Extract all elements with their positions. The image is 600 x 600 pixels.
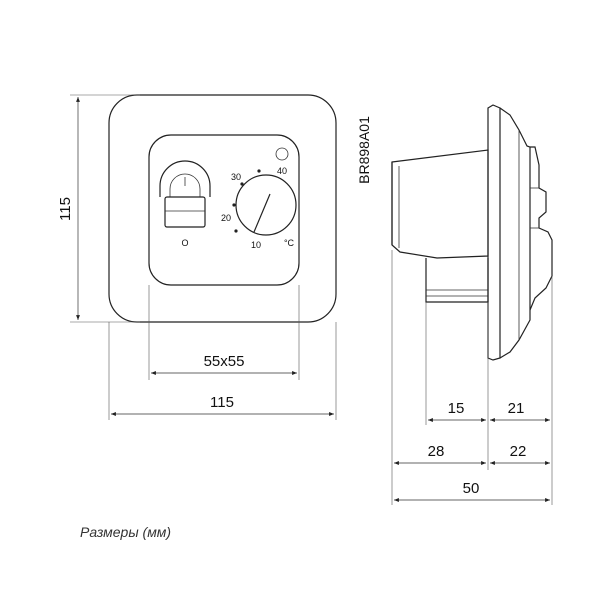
scale-dot (240, 182, 244, 186)
outer-frame (108, 94, 337, 323)
width-label: 115 (210, 394, 234, 411)
dial-pointer (253, 193, 271, 233)
dim-50-label: 50 (463, 480, 480, 497)
housing-body (391, 149, 489, 259)
dial-scale-20: 20 (221, 213, 231, 223)
height-label: 115 (57, 197, 74, 221)
inner-width-label: 55x55 (204, 353, 245, 370)
unit-label: °C (284, 238, 295, 248)
dial-scale-40: 40 (277, 166, 287, 176)
front-frame (499, 107, 531, 359)
dial-scale-10: 10 (251, 240, 261, 250)
indicator-led (275, 147, 289, 161)
inner-width-dimension: 55x55 (148, 285, 300, 380)
dim-21-label: 21 (508, 400, 525, 417)
dim-22-label: 22 (510, 443, 527, 460)
dim-28-label: 28 (428, 443, 445, 460)
inner-panel (148, 134, 300, 286)
scale-dot (232, 203, 236, 207)
power-switch: O (159, 160, 211, 248)
front-view: O 10 20 30 40 °C 115 (57, 94, 337, 420)
mount-block (425, 258, 489, 303)
switch-off-label: O (181, 238, 188, 248)
caption: Размеры (мм) (80, 524, 172, 540)
scale-dot (234, 229, 238, 233)
temperature-dial: 10 20 30 40 °C (221, 147, 297, 250)
front-panel (529, 146, 553, 311)
width-dimension: 115 (108, 322, 337, 420)
dim-15-label: 15 (448, 400, 465, 417)
scale-dot (257, 169, 261, 173)
dial-knob (235, 174, 297, 236)
model-code: BR898A01 (356, 116, 372, 184)
side-view: 15 21 28 22 50 (391, 104, 553, 505)
dial-scale-30: 30 (231, 172, 241, 182)
switch-rocker (164, 196, 206, 228)
wall-plate (487, 104, 501, 361)
height-dimension: 115 (57, 94, 140, 323)
